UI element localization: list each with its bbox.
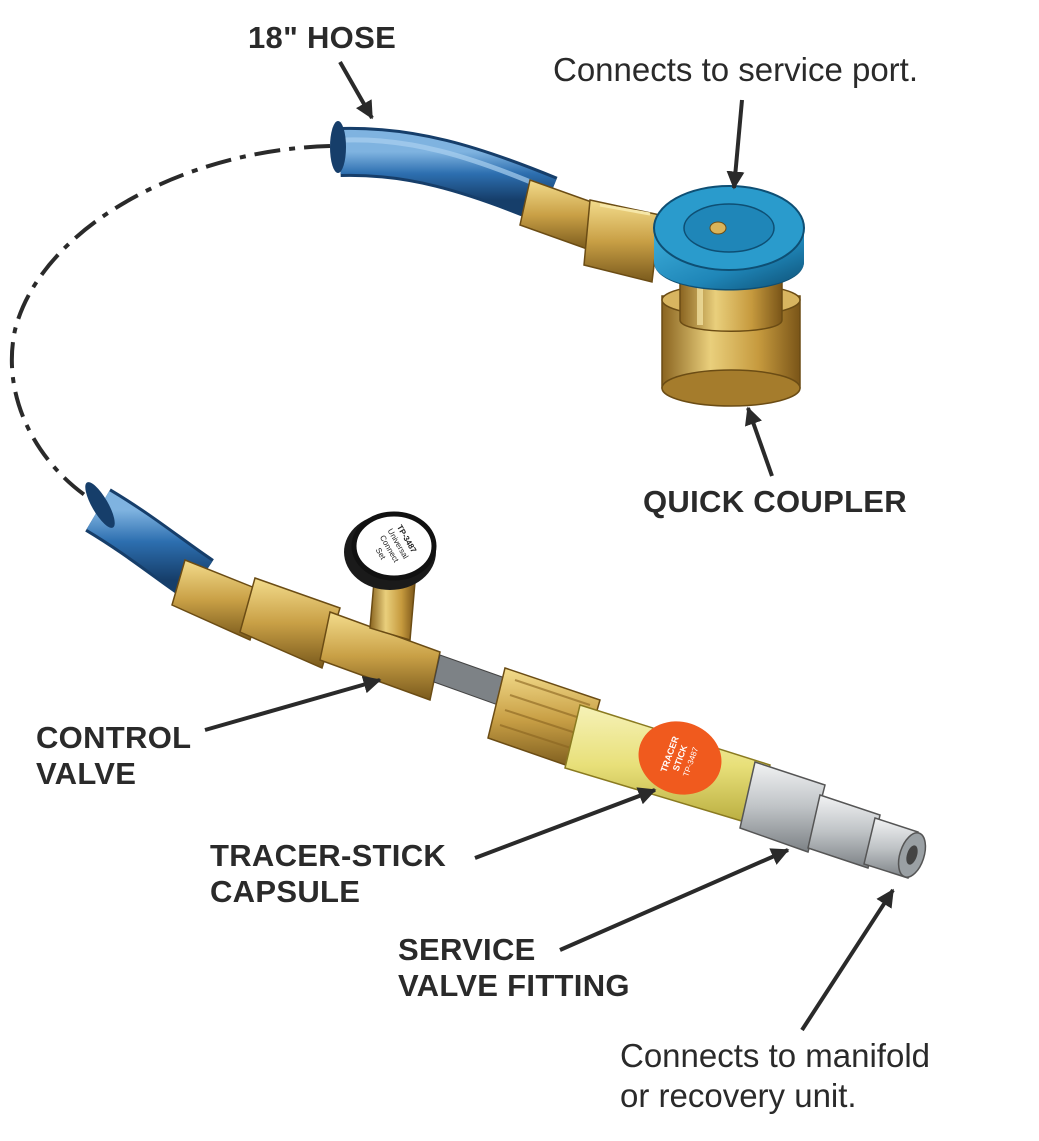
arrow-hose [338, 61, 374, 120]
label-control-valve: CONTROL VALVE [36, 720, 191, 792]
label-quick-coupler: QUICK COUPLER [643, 484, 907, 519]
label-service-port: Connects to service port. [553, 51, 918, 88]
hose-loop-dashed [9, 144, 331, 507]
label-control-valve-line1: CONTROL [36, 720, 192, 755]
arrow-manifold [800, 888, 895, 1032]
label-manifold: Connects to manifold or recovery unit. [620, 1036, 930, 1116]
arrow-service-valve [559, 848, 790, 952]
tracer-stick-capsule: TRACER STICK TP-3487 [564, 704, 771, 826]
upper-brass-fitting [519, 179, 661, 283]
label-service-valve-fitting: SERVICE VALVE FITTING [398, 932, 630, 1004]
label-tracer-stick: TRACER-STICK CAPSULE [210, 838, 446, 910]
callout-arrows [204, 61, 895, 1032]
label-manifold-line2: or recovery unit. [620, 1077, 857, 1114]
quick-coupler-cap [653, 185, 805, 291]
label-service-valve-line1: SERVICE [398, 932, 536, 967]
arrow-service-port [726, 99, 745, 190]
label-control-valve-line2: VALVE [36, 756, 137, 791]
service-valve-fitting [739, 761, 927, 879]
label-manifold-line1: Connects to manifold [620, 1037, 931, 1074]
upper-hose [330, 121, 558, 224]
lower-hose [85, 482, 214, 601]
label-tracer-stick-line2: CAPSULE [210, 874, 361, 909]
arrow-quick-coupler [745, 406, 774, 477]
control-valve-body [171, 558, 506, 706]
control-valve-knob: TP-3487 Universal Connect Set [344, 511, 437, 590]
label-service-valve-line2: VALVE FITTING [398, 968, 630, 1003]
label-tracer-stick-line1: TRACER-STICK [210, 838, 447, 873]
label-hose: 18" HOSE [248, 20, 397, 55]
arrow-tracer-stick [474, 787, 657, 860]
arrow-control-valve [204, 675, 382, 732]
